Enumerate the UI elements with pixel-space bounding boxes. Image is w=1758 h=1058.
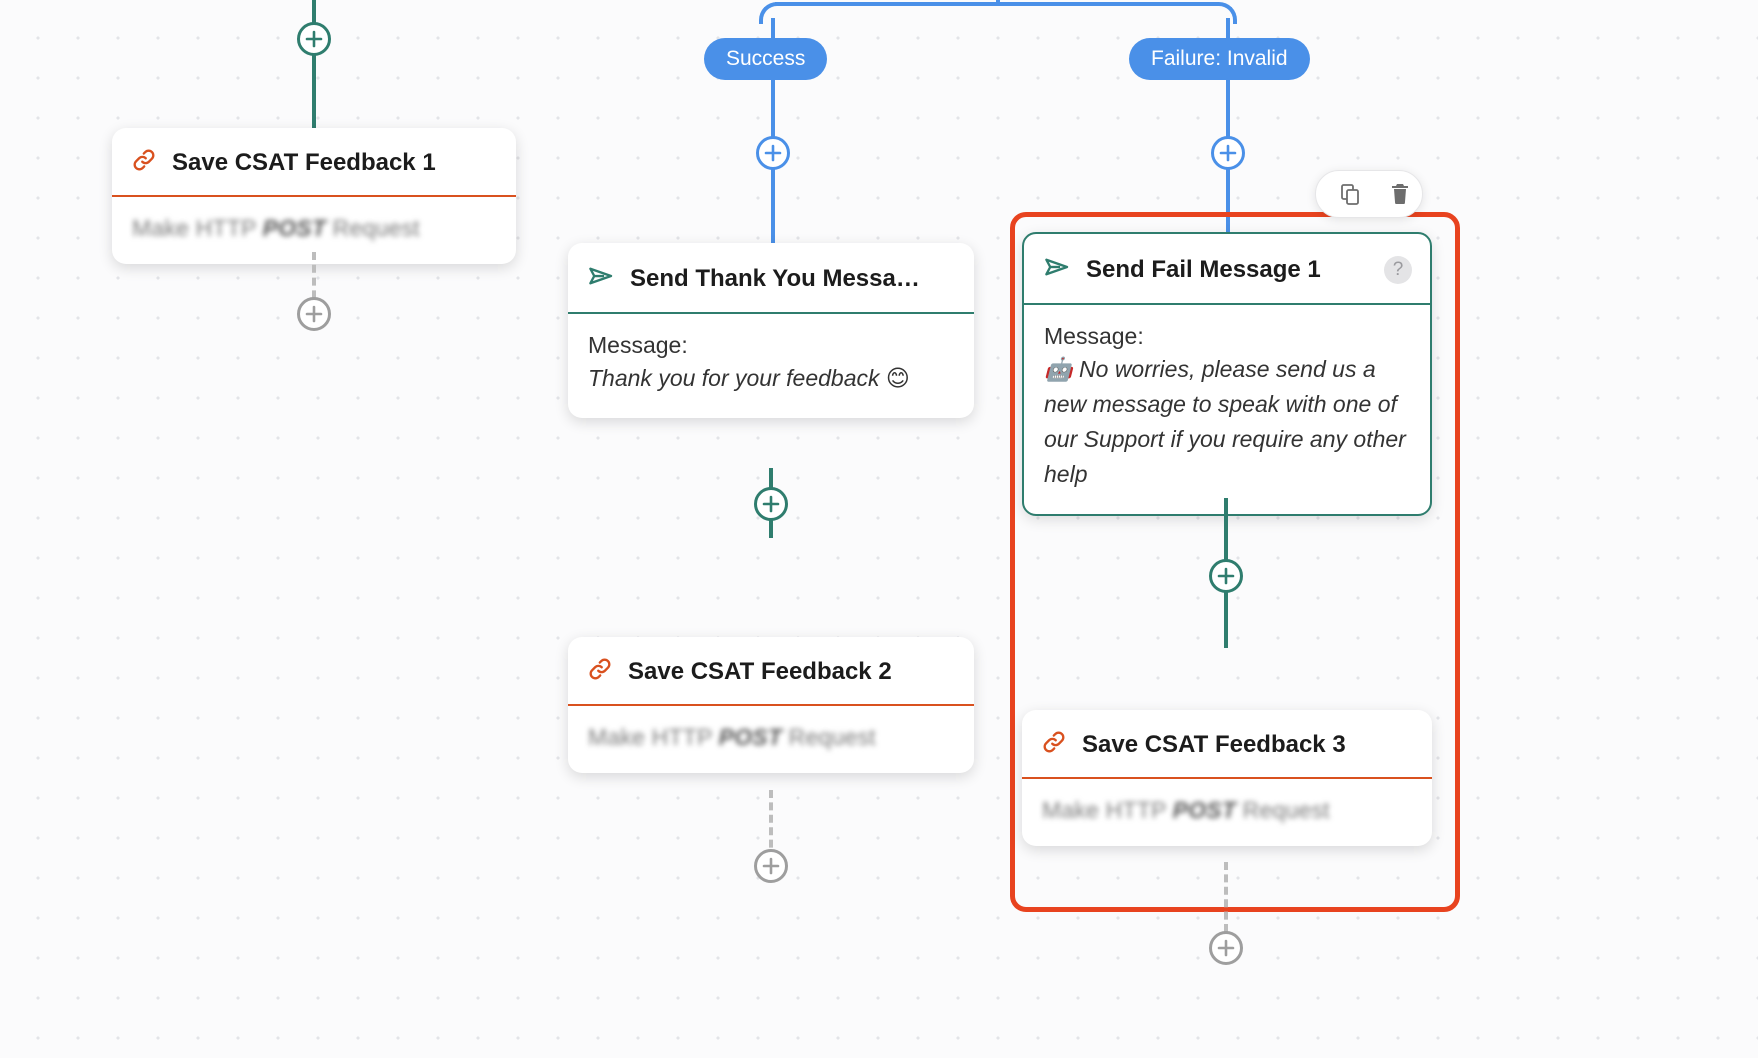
node-body-save-csat-2: Make HTTP POST Request bbox=[568, 706, 974, 773]
node-card-send-fail-1[interactable]: Send Fail Message 1 ? Message: 🤖 No worr… bbox=[1022, 232, 1432, 516]
node-card-save-csat-1[interactable]: Save CSAT Feedback 1 Make HTTP POST Requ… bbox=[112, 128, 516, 264]
connector-success-to-card bbox=[771, 168, 775, 248]
connector-branch-elbow-left bbox=[759, 2, 781, 24]
connector-branch-horizontal bbox=[775, 2, 1217, 6]
add-node-button-below-save-csat-1[interactable] bbox=[297, 297, 331, 331]
node-accent-rule bbox=[568, 704, 974, 706]
node-header-save-csat-3: Save CSAT Feedback 3 bbox=[1022, 710, 1432, 777]
link-icon bbox=[1040, 728, 1068, 761]
node-body-text: Make HTTP POST Request bbox=[132, 215, 420, 241]
copy-icon[interactable] bbox=[1338, 182, 1362, 206]
node-card-send-thank-you-1[interactable]: Send Thank You Messa… Message: Thank you… bbox=[568, 243, 974, 418]
help-icon[interactable]: ? bbox=[1384, 255, 1412, 284]
node-accent-rule bbox=[1024, 303, 1430, 305]
add-node-button-failure-branch[interactable] bbox=[1211, 136, 1245, 170]
node-card-save-csat-3[interactable]: Save CSAT Feedback 3 Make HTTP POST Requ… bbox=[1022, 710, 1432, 846]
node-body-save-csat-1: Make HTTP POST Request bbox=[112, 197, 516, 264]
node-body-text: Make HTTP POST Request bbox=[588, 724, 876, 750]
plus-icon bbox=[762, 495, 780, 513]
node-card-save-csat-2[interactable]: Save CSAT Feedback 2 Make HTTP POST Requ… bbox=[568, 637, 974, 773]
send-icon bbox=[586, 261, 616, 296]
add-node-button-after-save-csat-2[interactable] bbox=[754, 849, 788, 883]
plus-icon bbox=[764, 144, 782, 162]
connector-branch-elbow-right bbox=[1215, 2, 1237, 24]
node-accent-rule bbox=[112, 195, 516, 197]
node-header-save-csat-1: Save CSAT Feedback 1 bbox=[112, 128, 516, 195]
node-header-send-fail-1: Send Fail Message 1 ? bbox=[1024, 234, 1430, 303]
node-body-send-fail-1: Message: 🤖 No worries, please send us a … bbox=[1024, 305, 1430, 514]
plus-icon bbox=[1217, 939, 1235, 957]
node-body-text: Make HTTP POST Request bbox=[1042, 797, 1330, 823]
connector-below-save-csat-2 bbox=[769, 790, 773, 860]
branch-label-success[interactable]: Success bbox=[704, 38, 828, 80]
connector-failure-to-card bbox=[1226, 168, 1230, 248]
message-text: Thank you for your feedback 😊 bbox=[588, 365, 910, 391]
connector-failure-branch bbox=[1226, 18, 1230, 168]
plus-icon bbox=[305, 30, 323, 48]
plus-icon bbox=[762, 857, 780, 875]
connector-success-branch bbox=[771, 18, 775, 168]
link-icon bbox=[586, 655, 614, 688]
plus-icon bbox=[305, 305, 323, 323]
node-title: Send Fail Message 1 bbox=[1086, 255, 1321, 283]
trash-icon[interactable] bbox=[1388, 182, 1412, 206]
node-title: Send Thank You Messa… bbox=[630, 264, 920, 292]
plus-icon bbox=[1219, 144, 1237, 162]
connector-below-save-csat-3 bbox=[1224, 862, 1228, 932]
node-header-send-thank-you-1: Send Thank You Messa… bbox=[568, 243, 974, 312]
plus-icon bbox=[1217, 567, 1235, 585]
add-node-button-above-save-csat-1[interactable] bbox=[297, 22, 331, 56]
message-label: Message: bbox=[1044, 323, 1144, 349]
connector-below-save-csat-1 bbox=[312, 252, 316, 324]
add-node-button-after-save-csat-3[interactable] bbox=[1209, 931, 1243, 965]
link-icon bbox=[130, 146, 158, 179]
node-accent-rule bbox=[568, 312, 974, 314]
add-node-button-success-branch[interactable] bbox=[756, 136, 790, 170]
connector-into-save-csat-1 bbox=[312, 56, 316, 128]
add-node-button-after-fail-message[interactable] bbox=[1209, 559, 1243, 593]
node-title: Save CSAT Feedback 1 bbox=[172, 148, 436, 176]
branch-label-failure[interactable]: Failure: Invalid bbox=[1129, 38, 1310, 80]
node-title: Save CSAT Feedback 3 bbox=[1082, 730, 1346, 758]
message-text: 🤖 No worries, please send us a new messa… bbox=[1044, 356, 1406, 487]
add-node-button-after-thank-you[interactable] bbox=[754, 487, 788, 521]
node-body-send-thank-you-1: Message: Thank you for your feedback 😊 bbox=[568, 314, 974, 418]
node-title: Save CSAT Feedback 2 bbox=[628, 657, 892, 685]
node-body-save-csat-3: Make HTTP POST Request bbox=[1022, 779, 1432, 846]
send-icon bbox=[1042, 252, 1072, 287]
message-label: Message: bbox=[588, 332, 688, 358]
node-header-save-csat-2: Save CSAT Feedback 2 bbox=[568, 637, 974, 704]
node-action-toolbar[interactable] bbox=[1315, 170, 1423, 218]
node-accent-rule bbox=[1022, 777, 1432, 779]
